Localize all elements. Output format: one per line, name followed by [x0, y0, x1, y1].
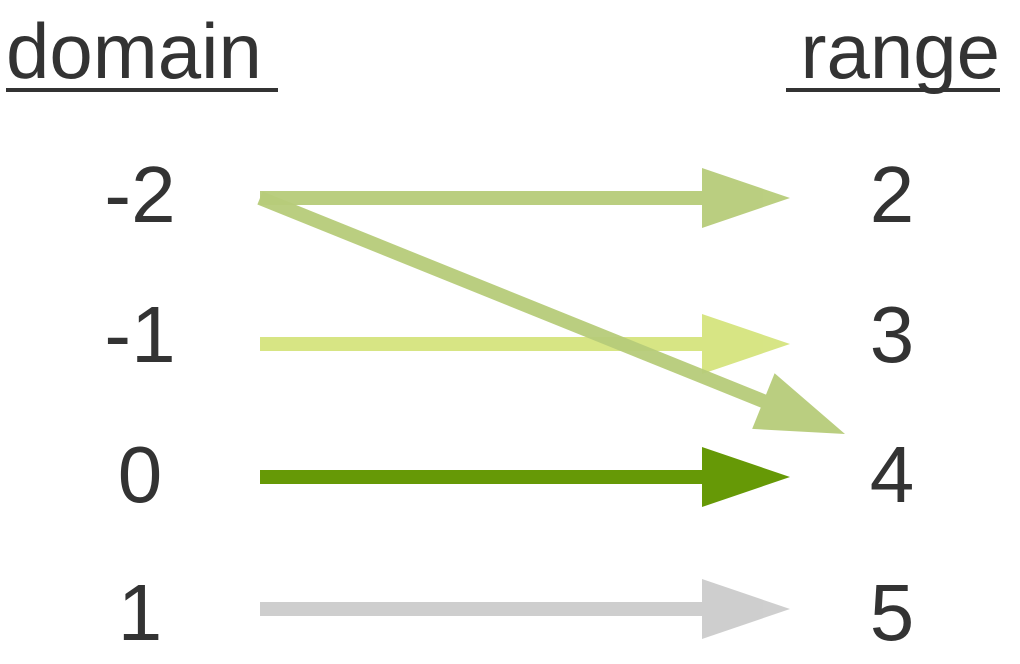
arrow-head: [752, 373, 845, 434]
range-value-4: 4: [870, 430, 915, 519]
arrow-0-to-4: [260, 447, 790, 507]
arrow-head: [702, 579, 790, 639]
domain-value-minus-1: -1: [104, 290, 175, 379]
arrow-shaft: [257, 191, 770, 410]
range-values: 2 3 4 5: [870, 150, 915, 657]
arrow-head: [702, 447, 790, 507]
arrow--2-to-4: [257, 191, 845, 434]
range-value-5: 5: [870, 568, 915, 657]
range-heading: range: [801, 7, 1001, 95]
range-value-3: 3: [870, 290, 915, 379]
domain-value-1: 1: [118, 568, 163, 657]
arrow--1-to-3: [260, 314, 790, 374]
domain-heading: domain: [6, 7, 262, 95]
domain-values: -2 -1 0 1: [104, 150, 175, 657]
range-value-2: 2: [870, 150, 915, 239]
arrow-head: [702, 168, 790, 228]
arrow--2-to-2: [260, 168, 790, 228]
arrow-head: [702, 314, 790, 374]
domain-value-0: 0: [118, 430, 163, 519]
mapping-arrows: [257, 168, 845, 639]
domain-value-minus-2: -2: [104, 150, 175, 239]
arrow-1-to-5: [260, 579, 790, 639]
